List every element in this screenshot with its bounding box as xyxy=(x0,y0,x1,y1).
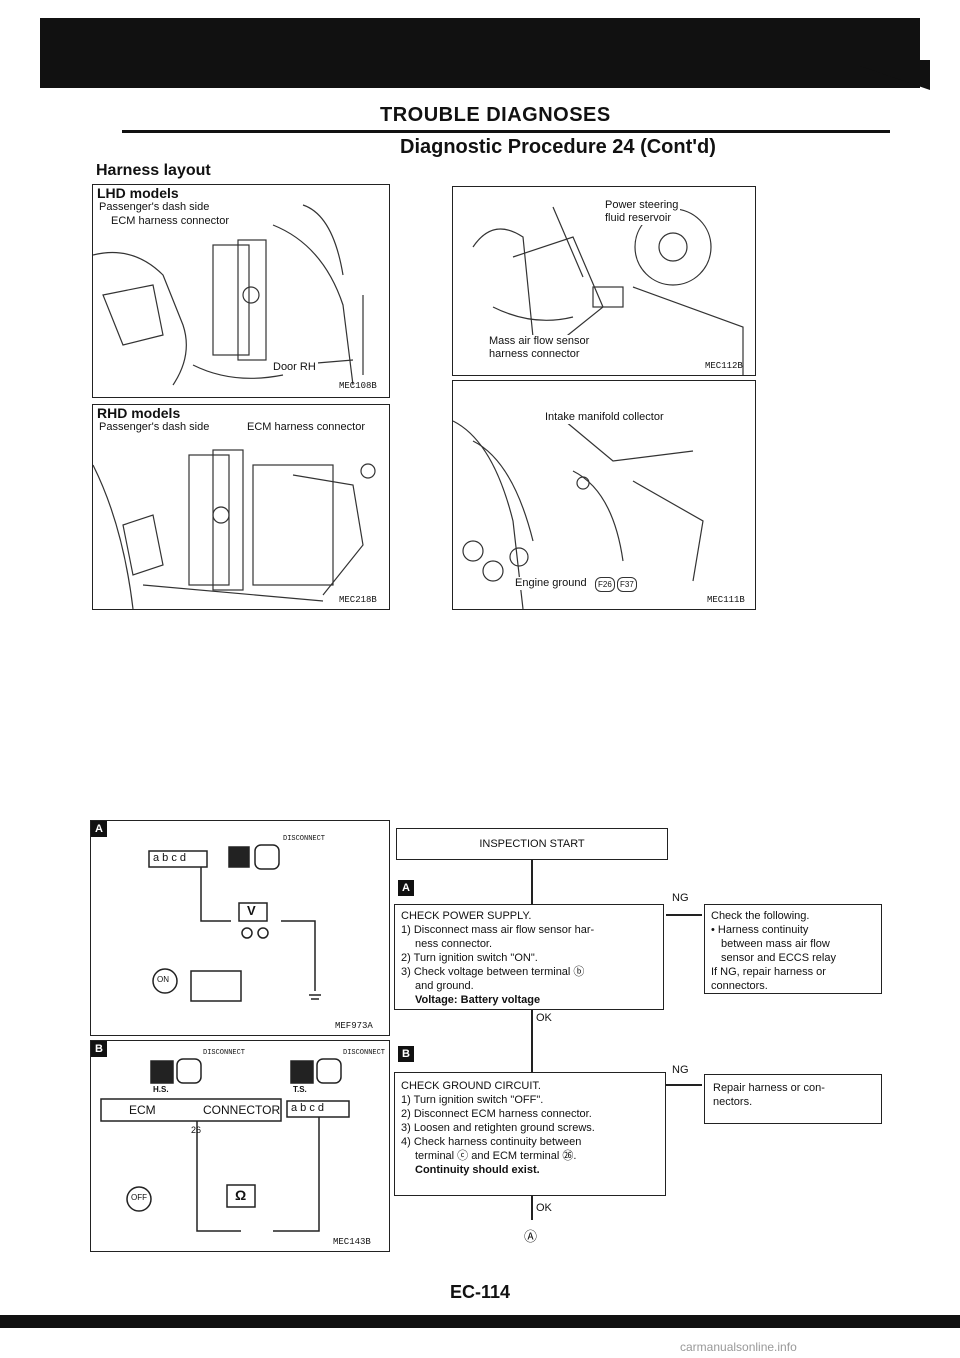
flow-ng-box-1: Check the following. • Harness continuit… xyxy=(704,904,882,994)
maf-label-reservoir: fluid reservoir xyxy=(603,212,674,225)
diagram-b-circuit xyxy=(100,1058,350,1232)
page-subtitle: Diagnostic Procedure 24 (Cont'd) xyxy=(400,136,716,158)
step1-line1: 1) Disconnect mass air flow sensor har- xyxy=(401,924,595,936)
flow-connector-3 xyxy=(531,1196,533,1220)
diagram-a: A DISCONNECT a b c d V ON MEF973A xyxy=(90,820,390,1036)
flow-step-power-supply: CHECK POWER SUPPLY. 1) Disconnect mass a… xyxy=(394,904,664,1010)
diagram-b-ecm: ECM xyxy=(129,1103,156,1117)
diagram-b-ohmmeter: Ω xyxy=(235,1187,247,1203)
harness-layout-heading: Harness layout xyxy=(96,162,211,179)
watermark: carmanualsonline.info xyxy=(680,1340,797,1354)
top-banner xyxy=(40,18,920,88)
flow-start-label: INSPECTION START xyxy=(479,838,585,850)
rhd-harness-figure: RHD models Passenger's dash side ECM har… xyxy=(92,404,390,610)
step1-line3: 2) Turn ignition switch "ON". xyxy=(401,952,538,964)
step1-title: CHECK POWER SUPPLY. xyxy=(401,910,532,922)
ground-illustration xyxy=(453,410,704,609)
ng1-line6: connectors. xyxy=(711,980,768,992)
lhd-title: LHD models xyxy=(97,185,179,201)
rhd-illustration xyxy=(93,449,376,609)
ng1-line3: between mass air flow xyxy=(721,938,830,950)
diagram-b-tag: B xyxy=(91,1041,107,1057)
diagram-a-disconnect: DISCONNECT xyxy=(283,835,326,843)
flow-ng-arrow-1 xyxy=(666,914,702,916)
diagram-a-code: MEF973A xyxy=(335,1021,373,1031)
rhd-label-ecm: ECM harness connector xyxy=(245,421,367,434)
ground-figure-code: MEC111B xyxy=(707,595,745,605)
step2-line3: 3) Loosen and retighten ground screws. xyxy=(401,1122,595,1134)
flow-ng-arrow-2 xyxy=(666,1084,702,1086)
lhd-label-dash: Passenger's dash side xyxy=(97,201,212,214)
flow-tag-b: B xyxy=(398,1046,414,1062)
flow-inspection-start: INSPECTION START xyxy=(396,828,668,860)
lhd-label-door: Door RH xyxy=(271,361,318,374)
diagram-b: B DISCONNECT DISCONNECT H.S. T.S. ECM CO… xyxy=(90,1040,390,1252)
maf-label-connector: harness connector xyxy=(487,348,582,361)
ground-label-collector: Intake manifold collector xyxy=(543,411,666,424)
ng1-line2: • Harness continuity xyxy=(711,924,809,936)
step2-line5: terminal ⓒ and ECM terminal ㉖. xyxy=(415,1150,577,1162)
diagram-b-key-off: OFF xyxy=(131,1193,147,1202)
page-number: EC-114 xyxy=(450,1282,511,1302)
ground-label-f26: F26 xyxy=(595,577,615,592)
ground-label-engine: Engine ground xyxy=(513,577,589,590)
maf-label-sensor: Mass air flow sensor xyxy=(487,335,592,348)
bottom-bar xyxy=(0,1315,960,1328)
step2-line2: 2) Disconnect ECM harness connector. xyxy=(401,1108,592,1120)
lhd-label-ecm: ECM harness connector xyxy=(109,215,231,228)
diagram-b-code: MEC143B xyxy=(333,1237,371,1247)
diagram-b-pin-26: 26 xyxy=(191,1125,202,1135)
diagram-b-disconnect-2: DISCONNECT xyxy=(343,1049,386,1057)
diagram-a-key-on: ON xyxy=(157,975,169,984)
diagram-a-circuit xyxy=(148,844,321,1002)
flow-ng-2: NG xyxy=(672,1064,689,1076)
diagram-b-connector: CONNECTOR xyxy=(203,1103,281,1117)
diagram-a-pins: a b c d xyxy=(153,852,187,864)
ng1-line4: sensor and ECCS relay xyxy=(721,952,836,964)
diagram-a-voltmeter: V xyxy=(247,903,256,918)
diagram-b-hs: H.S. xyxy=(153,1085,169,1094)
step1-line6: Voltage: Battery voltage xyxy=(415,994,541,1006)
title-rule xyxy=(122,130,890,133)
diagram-a-tag: A xyxy=(91,821,107,837)
flow-connector-2 xyxy=(531,1010,533,1088)
step1-line2: ness connector. xyxy=(415,938,493,950)
step2-line4: 4) Check harness continuity between xyxy=(401,1136,582,1148)
diagram-b-ts: T.S. xyxy=(293,1085,307,1094)
diagram-b-pins: a b c d xyxy=(291,1102,325,1114)
ng1-line5: If NG, repair harness or xyxy=(711,966,826,978)
step1-line4: 3) Check voltage between terminal ⓑ xyxy=(401,966,585,978)
diagram-b-disconnect-1: DISCONNECT xyxy=(203,1049,246,1057)
flow-ng-1: NG xyxy=(672,892,689,904)
lhd-harness-figure: LHD models Passenger's dash side ECM har… xyxy=(92,184,390,398)
step2-line6: Continuity should exist. xyxy=(415,1164,540,1176)
flow-ng-box-2: Repair harness or con- nectors. xyxy=(704,1074,882,1124)
ng1-line1: Check the following. xyxy=(711,910,810,922)
flow-connector-1 xyxy=(531,860,533,910)
maf-label-steering: Power steering xyxy=(603,199,681,212)
ground-label-f37: F37 xyxy=(617,577,637,592)
step2-line1: 1) Turn ignition switch "OFF". xyxy=(401,1094,544,1106)
flow-step-ground-circuit: CHECK GROUND CIRCUIT. 1) Turn ignition s… xyxy=(394,1072,666,1196)
step1-line5: and ground. xyxy=(415,980,474,992)
rhd-label-dash: Passenger's dash side xyxy=(97,421,212,434)
maf-connector-figure: Power steering fluid reservoir Mass air … xyxy=(452,186,756,376)
ng2-line2: nectors. xyxy=(713,1096,753,1108)
rhd-title: RHD models xyxy=(97,405,181,421)
lhd-figure-code: MEC108B xyxy=(339,381,377,391)
flow-tag-a: A xyxy=(398,880,414,896)
maf-figure-code: MEC112B xyxy=(705,361,743,371)
flow-ok-2: OK xyxy=(536,1202,552,1214)
step2-title: CHECK GROUND CIRCUIT. xyxy=(401,1080,541,1092)
section-title: TROUBLE DIAGNOSES xyxy=(380,104,611,126)
rhd-figure-code: MEC218B xyxy=(339,595,377,605)
flow-ok-1: OK xyxy=(536,1012,552,1024)
flow-end-marker: Ⓐ xyxy=(524,1229,538,1244)
ng2-line1: Repair harness or con- xyxy=(713,1082,825,1094)
engine-ground-figure: Intake manifold collector Engine ground … xyxy=(452,380,756,610)
